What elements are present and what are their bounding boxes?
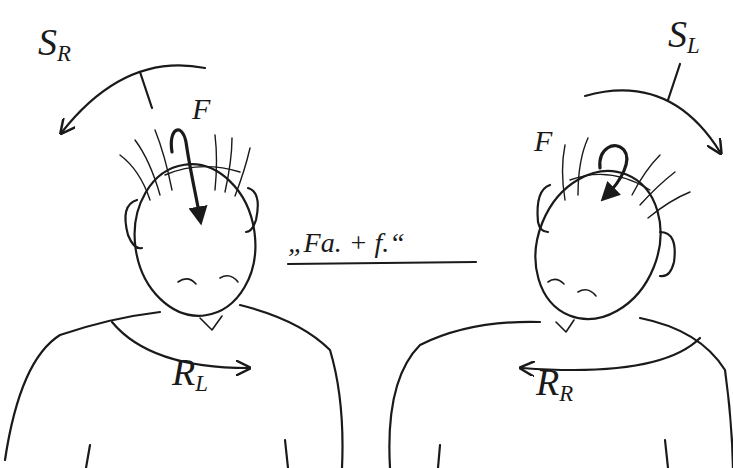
- chin: [556, 320, 574, 332]
- rotation-label: SL: [668, 14, 700, 56]
- ear: [246, 188, 258, 232]
- eye: [578, 290, 596, 296]
- subscript: R: [559, 381, 573, 406]
- caption-formula: „Fa. + f.“: [288, 228, 405, 259]
- rotation-arrow: [585, 90, 720, 152]
- ear: [125, 200, 142, 248]
- rotation-label: SR: [38, 22, 71, 64]
- eye: [548, 279, 564, 284]
- subscript: L: [687, 33, 700, 58]
- body-line: [86, 440, 288, 468]
- main-letter: R: [172, 351, 195, 393]
- rotation-label: RR: [536, 362, 573, 404]
- chin: [200, 316, 222, 330]
- rotation-label: RL: [172, 352, 208, 394]
- hair-lines: [563, 138, 691, 218]
- force-arrow: [600, 146, 627, 196]
- underline: [288, 262, 476, 264]
- head-outline: [125, 156, 265, 323]
- head-outline: [514, 152, 682, 338]
- shoulders: [389, 318, 733, 468]
- ear: [538, 185, 551, 232]
- ear: [660, 232, 675, 276]
- force-label: F: [534, 124, 552, 157]
- eye: [178, 279, 196, 284]
- subscript: R: [57, 41, 71, 66]
- body-line: [438, 440, 668, 468]
- rotation-arrow: [62, 65, 205, 132]
- main-letter: R: [536, 361, 559, 403]
- leader-tick: [140, 72, 152, 108]
- subscript: L: [195, 371, 208, 396]
- main-letter: S: [668, 13, 687, 55]
- force-arrow: [171, 130, 200, 218]
- force-label: F: [192, 92, 210, 125]
- shoulders: [5, 305, 343, 468]
- eye: [220, 276, 238, 282]
- leader-tick: [668, 64, 680, 100]
- main-letter: S: [38, 21, 57, 63]
